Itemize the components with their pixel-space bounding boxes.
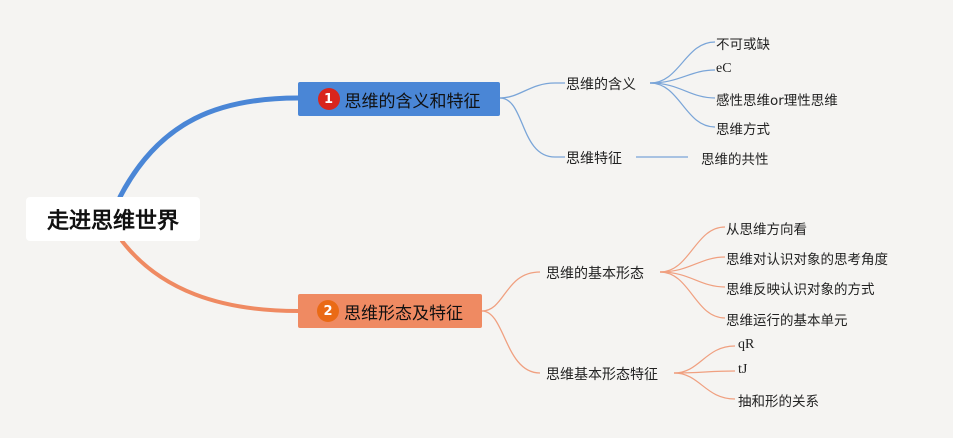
root-topic[interactable]: 走进思维世界 [26, 197, 200, 241]
leaf-topic[interactable]: 思维反映认识对象的方式 [726, 282, 875, 298]
leaf-topic[interactable]: 思维的共性 [701, 152, 769, 168]
leaf-topic[interactable]: 抽和形的关系 [738, 394, 819, 410]
leaf-topic[interactable]: 思维运行的基本单元 [726, 313, 848, 329]
leaf-topic[interactable]: 思维对认识对象的思考角度 [726, 252, 888, 268]
subtopic-meaning[interactable]: 思维的含义 [566, 77, 636, 93]
leaf-topic[interactable]: eC [716, 61, 732, 76]
root-topic-label: 走进思维世界 [46, 209, 179, 234]
branch-2-to-forms-line [481, 271, 541, 312]
leaf-topic[interactable]: qR [738, 337, 755, 352]
leaf-topic[interactable]: 思维方式 [716, 122, 770, 138]
leaf-topic[interactable]: 不可或缺 [716, 37, 770, 53]
branch-topic-label: 思维形态及特征 [344, 303, 463, 324]
number-badge-icon: 2 [317, 300, 339, 322]
branch-topic-1[interactable]: 1 思维的含义和特征 [298, 82, 500, 116]
subtopic-basic-forms[interactable]: 思维的基本形态 [546, 266, 644, 282]
branch-topic-2[interactable]: 2 思维形态及特征 [298, 294, 482, 328]
subtopic-form-features[interactable]: 思维基本形态特征 [546, 367, 658, 383]
branch-2-to-form-features-line [481, 310, 541, 374]
number-badge-icon: 1 [317, 88, 340, 110]
leaf-topic[interactable]: 从思维方向看 [726, 222, 807, 238]
subtopic-features[interactable]: 思维特征 [566, 151, 622, 167]
leaf-topic[interactable]: tJ [738, 362, 748, 377]
branch-1-to-features-line [499, 97, 565, 158]
branch-1-to-meaning-line [499, 82, 565, 99]
branch-topic-label: 思维的含义和特征 [344, 91, 481, 112]
root-to-branch-1-line [117, 95, 301, 200]
root-to-branch-2-line [120, 239, 300, 313]
leaf-topic[interactable]: 感性思维or理性思维 [716, 93, 838, 109]
